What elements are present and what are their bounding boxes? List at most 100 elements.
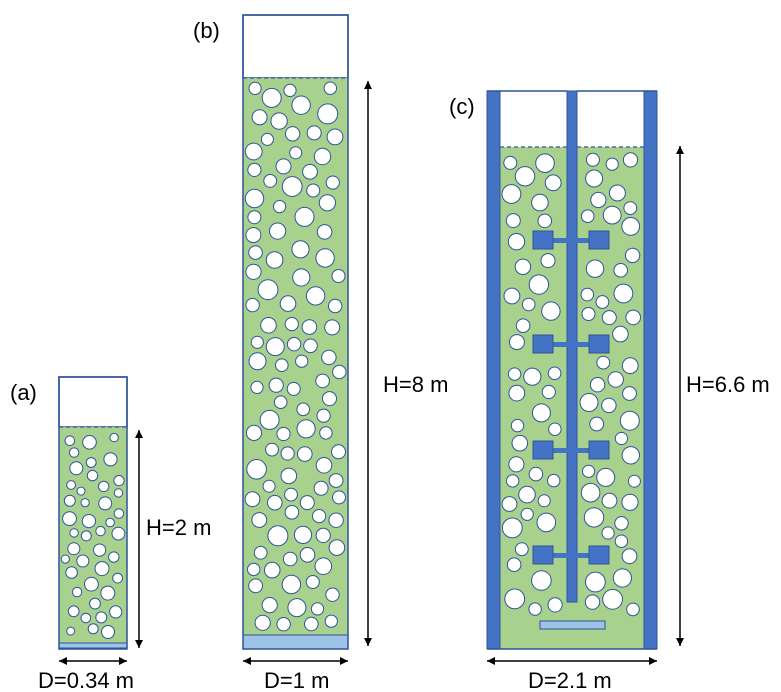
bubble — [67, 542, 81, 556]
bubble — [260, 132, 274, 146]
bubble — [284, 126, 301, 142]
bubble — [505, 213, 521, 229]
panel-label-c: (c) — [449, 94, 475, 119]
bubble — [284, 505, 300, 520]
bubble — [109, 432, 119, 443]
bubble — [301, 319, 318, 335]
bubble — [263, 174, 278, 188]
bubble — [621, 548, 638, 565]
bubble — [286, 337, 302, 352]
bubble — [536, 512, 557, 533]
bubble — [101, 625, 115, 639]
bubble — [105, 517, 115, 528]
bubble — [259, 409, 280, 430]
bubble — [622, 152, 639, 168]
panel-b: (b) H=8 m D=1 m — [193, 14, 448, 692]
bubble — [315, 373, 330, 389]
bubble — [312, 508, 327, 524]
bubble — [85, 457, 97, 468]
bubble — [515, 318, 531, 334]
panel-a: (a) H=2 m D=0.34 m — [10, 376, 211, 692]
bubble — [265, 337, 285, 357]
bubble — [279, 295, 297, 312]
bubble — [94, 561, 110, 577]
bubble — [595, 295, 610, 309]
bubble — [584, 594, 601, 610]
bubble — [503, 287, 521, 305]
bubble — [282, 551, 298, 567]
bubble — [319, 426, 333, 440]
bubble — [585, 571, 606, 593]
bubbles-a — [60, 432, 126, 639]
bubble — [299, 547, 316, 563]
bubble — [507, 367, 522, 381]
bubble — [541, 384, 556, 400]
bubble — [60, 554, 70, 564]
bubble — [244, 188, 265, 209]
bubble — [257, 279, 279, 301]
bubble — [627, 474, 641, 488]
baffle-left — [486, 90, 501, 650]
bubble — [284, 487, 298, 502]
bubble — [508, 334, 525, 351]
bubble — [528, 466, 544, 482]
bubble — [589, 416, 605, 432]
bubble — [621, 446, 640, 465]
bubble — [318, 194, 336, 212]
bubble — [244, 142, 263, 161]
bubble — [261, 87, 282, 108]
bubble — [331, 444, 346, 460]
bubble — [276, 617, 291, 632]
bubble — [541, 301, 561, 321]
diameter-label-a: D=0.34 m — [38, 668, 134, 692]
bubble — [328, 298, 343, 314]
bubble — [95, 525, 106, 537]
bubble — [521, 297, 536, 312]
bubble — [291, 240, 310, 259]
bubble — [103, 452, 118, 467]
bubble — [284, 317, 299, 332]
sparger-c — [539, 620, 606, 630]
bubble — [528, 274, 550, 295]
bubble — [324, 614, 338, 628]
bubble — [314, 557, 333, 576]
bubble — [315, 527, 331, 544]
bubble — [503, 155, 518, 170]
bubble — [80, 530, 92, 542]
bubble — [601, 492, 618, 509]
bubble — [504, 588, 526, 610]
bubble — [302, 163, 318, 180]
bubble — [602, 588, 623, 610]
bubble — [296, 402, 311, 417]
bubble — [71, 586, 83, 598]
bubble — [580, 287, 595, 302]
bubble — [531, 193, 549, 212]
panel-c: (c) H=6.6 m D=2.1 m — [449, 90, 770, 692]
bubble — [626, 602, 640, 617]
bubble — [66, 626, 76, 636]
bubble — [316, 224, 333, 240]
bubble — [310, 602, 325, 616]
bubble — [245, 424, 263, 441]
bubble — [281, 574, 302, 595]
bubble — [326, 128, 344, 146]
bubble — [514, 542, 529, 557]
bubble — [254, 614, 271, 631]
bubble — [520, 507, 534, 521]
bubble — [531, 403, 551, 423]
bubble — [113, 488, 124, 498]
bubble — [86, 469, 99, 482]
bubble — [273, 395, 288, 410]
bubble — [523, 367, 542, 386]
bubble — [63, 494, 76, 507]
bubble — [328, 512, 344, 528]
bubbles-c — [501, 152, 642, 617]
bubble — [596, 467, 616, 487]
impeller-1 — [532, 230, 610, 250]
bubble — [66, 480, 76, 490]
bubble — [100, 585, 116, 601]
bubble — [324, 319, 341, 336]
bubble — [547, 366, 562, 381]
bubble — [316, 408, 331, 423]
bubble — [596, 355, 611, 370]
